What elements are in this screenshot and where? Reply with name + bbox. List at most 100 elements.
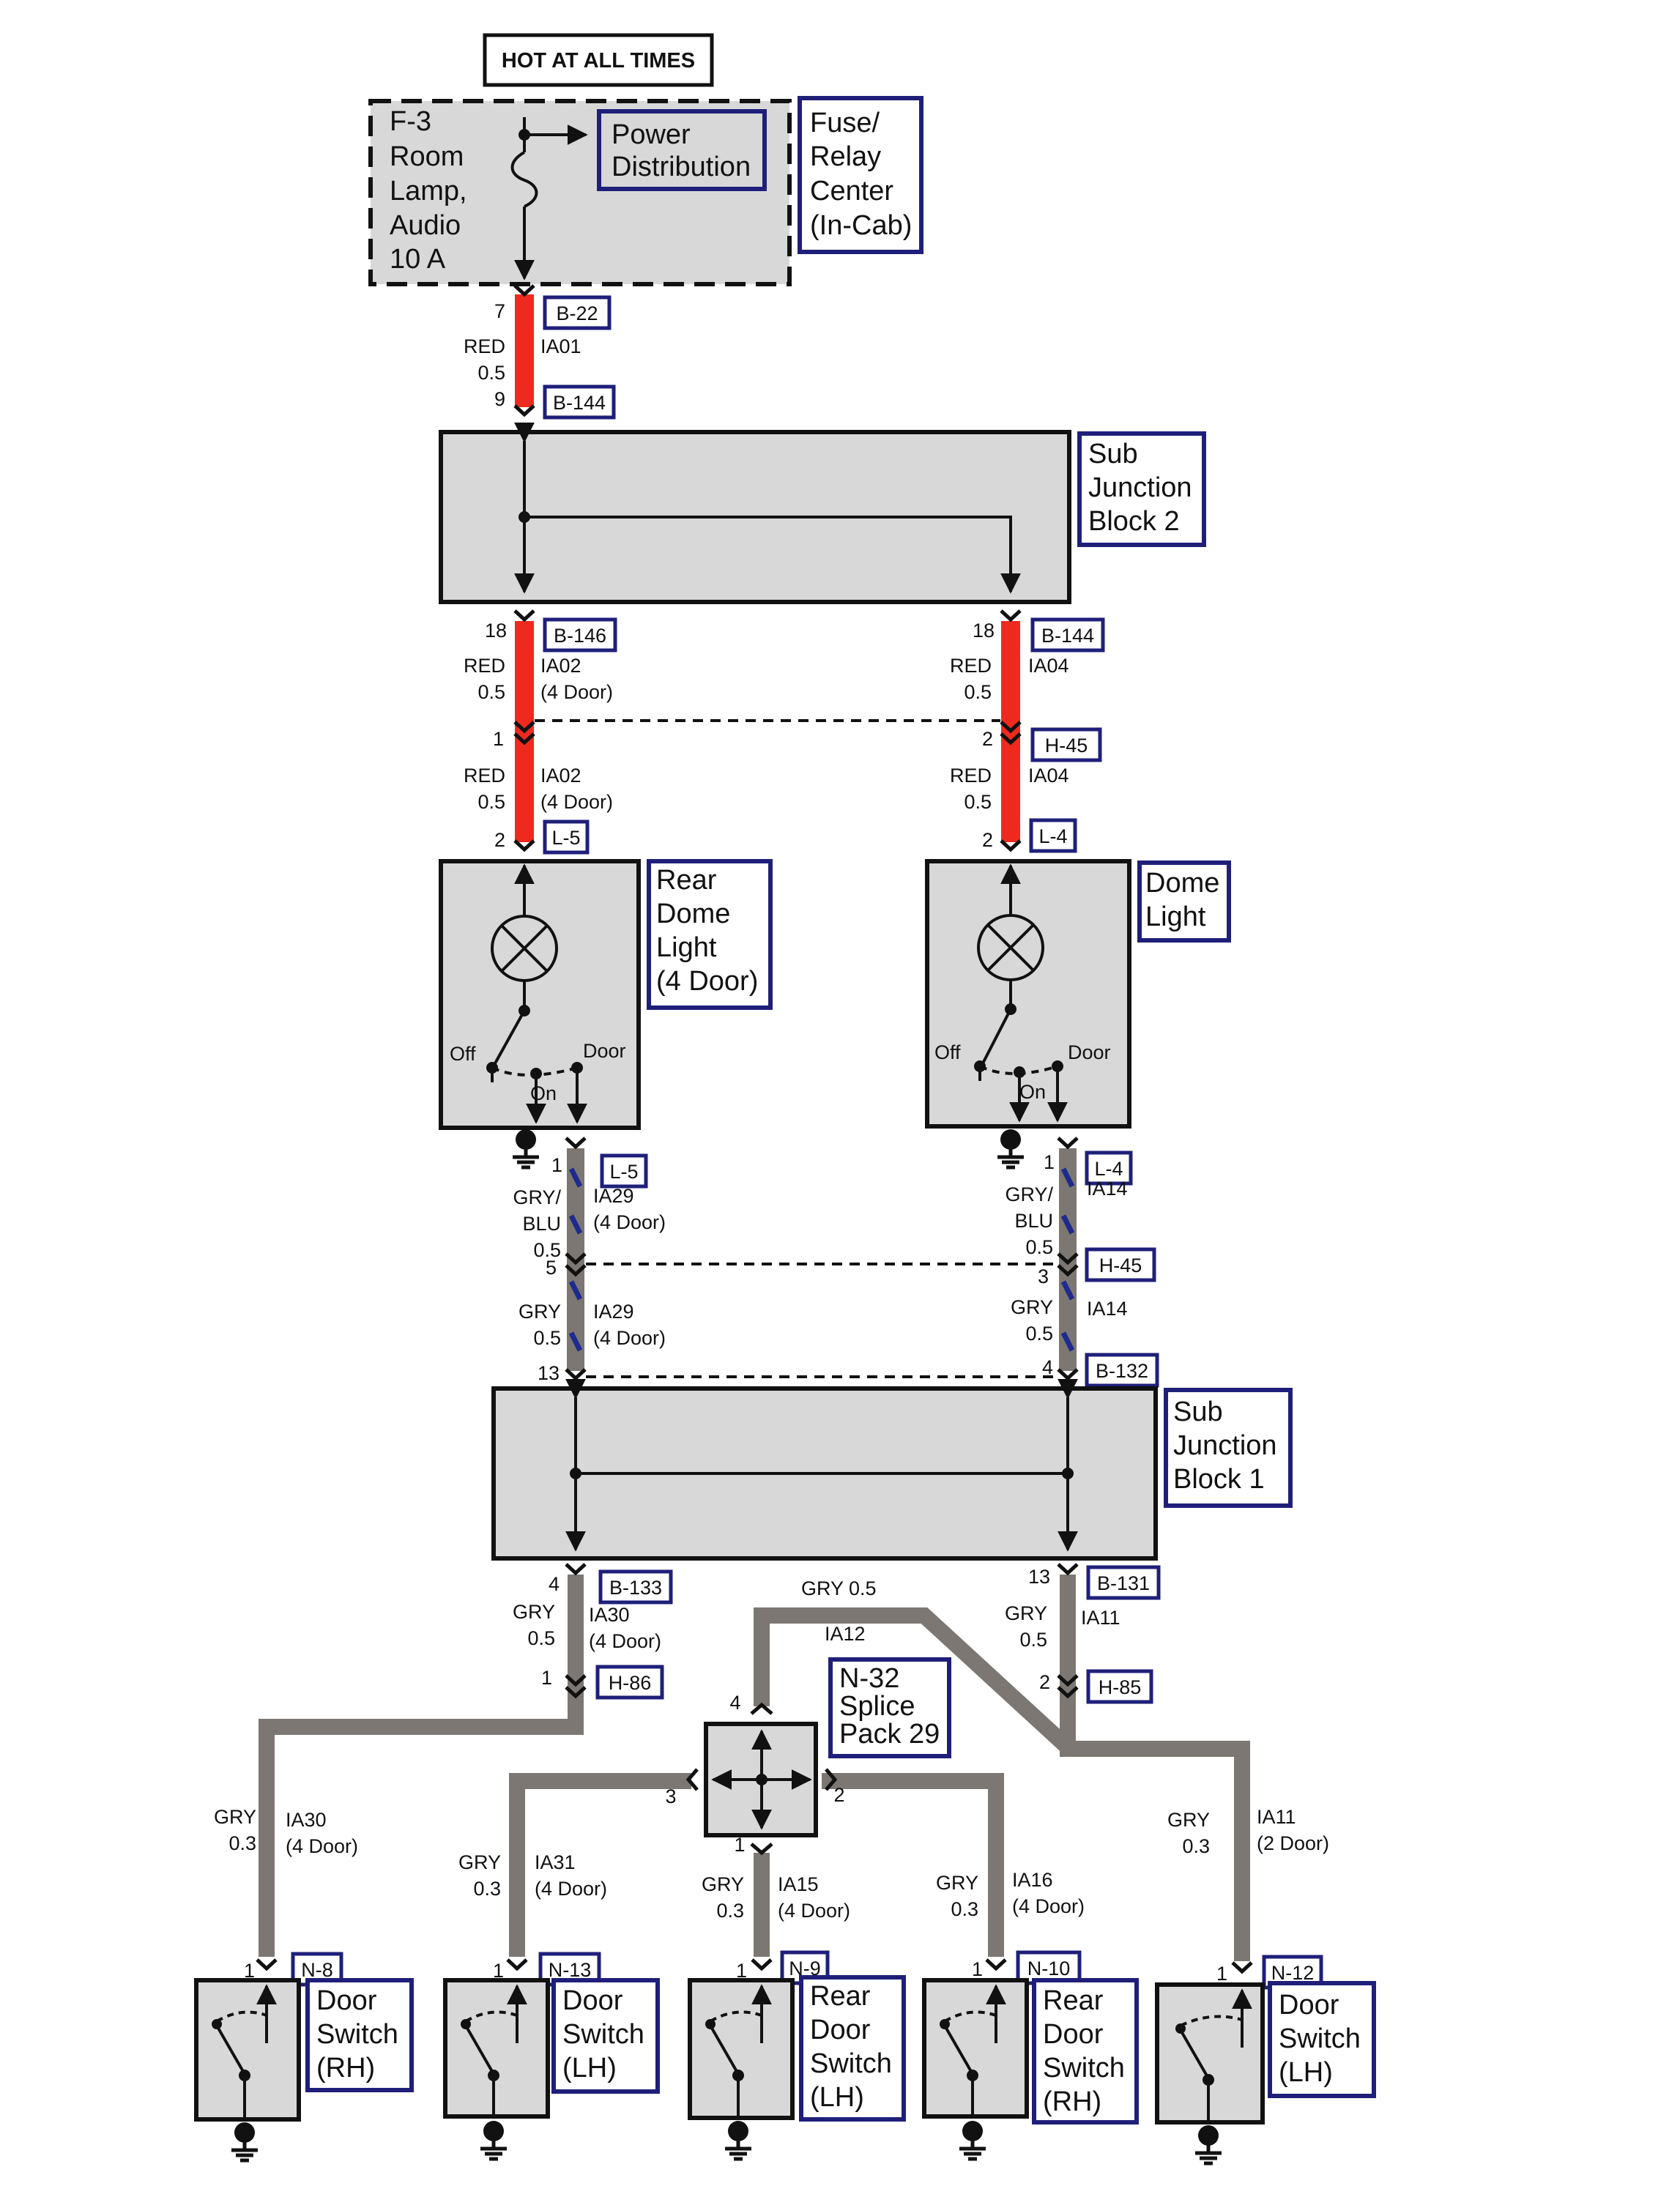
pin-label: 1 xyxy=(551,1154,562,1176)
ground-node xyxy=(728,2121,748,2141)
wire-color: RED xyxy=(950,765,992,787)
ground-node xyxy=(516,1129,536,1150)
pin-label: 1 xyxy=(1044,1151,1055,1173)
rear-door-switch-rh-name: Rear xyxy=(1043,1985,1104,2016)
wire-note: (4 Door) xyxy=(535,1878,607,1900)
connector-b132-box xyxy=(1085,1353,1159,1388)
switch-on-label: On xyxy=(1019,1081,1046,1103)
junction-dot xyxy=(519,511,530,523)
fuse-center-name: (In-Cab) xyxy=(810,210,912,241)
connector-h86-box xyxy=(595,1665,664,1700)
wire-color: GRY xyxy=(1167,1809,1210,1831)
wire-size: 0.5 xyxy=(477,362,505,384)
pin-label: 2 xyxy=(1039,1671,1050,1693)
wire-circuit: IA04 xyxy=(1028,655,1069,677)
wire-note: (4 Door) xyxy=(286,1835,358,1857)
pin-label: 2 xyxy=(833,1784,844,1806)
pin-label: 13 xyxy=(1028,1566,1050,1588)
pin-label: 1 xyxy=(493,728,504,750)
wire-color: GRY xyxy=(519,1301,561,1323)
wire-size: 0.3 xyxy=(716,1900,744,1922)
wire-circuit: IA16 xyxy=(1012,1869,1053,1891)
connector-b144-right: B-144 xyxy=(1041,625,1094,647)
splice-connector-top xyxy=(750,1702,773,1715)
wire-circuit: IA29 xyxy=(593,1301,634,1323)
sjb1-name: Junction xyxy=(1173,1430,1277,1461)
pin-label: 3 xyxy=(1038,1265,1049,1287)
power-distribution-box xyxy=(597,109,767,191)
connector-b133: B-133 xyxy=(609,1577,662,1599)
wire-size: 0.5 xyxy=(527,1627,555,1649)
connector-b144-right-box xyxy=(1030,617,1105,653)
ground-icon xyxy=(513,1147,539,1167)
splice-pack-name-box xyxy=(828,1657,951,1758)
wire-color: GRY xyxy=(513,1601,555,1623)
fuse-label: Audio xyxy=(390,210,461,241)
ground-icon xyxy=(480,2138,507,2159)
rear-dome-name: Light xyxy=(656,932,717,963)
wire-circuit: IA12 xyxy=(825,1623,866,1645)
connector-l5-top: L-5 xyxy=(551,827,580,849)
ground-node xyxy=(1000,1129,1021,1150)
dome-light-name: Light xyxy=(1145,902,1206,932)
door-switch-rh xyxy=(194,1978,301,2122)
rear-door-switch-lh-name: Rear xyxy=(810,1981,871,2012)
ground-node xyxy=(234,2122,255,2143)
hot-label: HOT AT ALL TIMES xyxy=(502,49,695,73)
rear-door-switch-rh-name: (RH) xyxy=(1043,2086,1101,2117)
wire-circuit: IA11 xyxy=(1257,1806,1296,1828)
wire-color: GRY xyxy=(1011,1296,1053,1318)
switch-door-label: Door xyxy=(583,1040,626,1062)
switch-contact xyxy=(1014,1066,1025,1078)
pin-label: 1 xyxy=(541,1667,552,1689)
connector-l4-bottom-box xyxy=(1085,1150,1133,1186)
dome-lamp-icon xyxy=(977,863,1068,1123)
splice-pack-name: Splice xyxy=(839,1691,915,1722)
ground-icon xyxy=(725,2138,751,2159)
connector-n13: N-13 xyxy=(549,1959,592,1981)
junction-dot xyxy=(1062,1468,1074,1479)
wire-circuit: IA02 xyxy=(540,765,581,787)
ground-icon xyxy=(997,1147,1024,1167)
wire-circuit: IA30 xyxy=(286,1809,327,1831)
wire-size: 0.5 xyxy=(533,1327,561,1349)
wire-color-size: GRY 0.5 xyxy=(801,1577,877,1599)
wire-color: GRY xyxy=(936,1872,978,1894)
hot-label-box xyxy=(483,33,714,87)
power-distribution-label: Distribution xyxy=(612,152,751,182)
wire-color: BLU xyxy=(1014,1210,1053,1232)
sjb2-name-box xyxy=(1077,431,1206,547)
connector-b146-box xyxy=(543,617,617,653)
wire-stripes xyxy=(568,1167,1075,1352)
wire-size: 0.5 xyxy=(477,681,505,703)
rear-door-switch-rh xyxy=(922,1978,1029,2119)
switch-contact xyxy=(1052,1060,1063,1072)
fuse-center-name: Center xyxy=(810,176,893,207)
fuse-center-name-box xyxy=(798,96,923,254)
power-distribution-label: Power xyxy=(612,119,691,150)
wire-size: 0.5 xyxy=(964,681,992,703)
ground-icon xyxy=(959,2138,986,2159)
connector-b22: B-22 xyxy=(556,302,598,324)
wire-note: (4 Door) xyxy=(540,681,613,703)
sjb1-name-box xyxy=(1164,1388,1293,1508)
rear-dome-name: (4 Door) xyxy=(656,966,758,997)
switch-contact xyxy=(571,1062,583,1074)
pin-label: 1 xyxy=(734,1834,745,1856)
door-switch-rh-name: Door xyxy=(316,1985,377,2016)
connector-l4-top: L-4 xyxy=(1038,825,1067,847)
connector-b146: B-146 xyxy=(554,625,606,647)
wire-note: (4 Door) xyxy=(593,1327,666,1349)
fuse-label: 10 A xyxy=(390,244,446,275)
connector-b132: B-132 xyxy=(1096,1360,1148,1382)
wire-color: RED xyxy=(464,765,505,787)
door-switch-lh xyxy=(443,1978,550,2119)
fuse-center-name: Fuse/ xyxy=(810,108,880,138)
switch-contact xyxy=(530,1068,542,1079)
pin-label: 18 xyxy=(973,620,995,642)
connector-b131-box xyxy=(1086,1565,1161,1600)
lower-wiring xyxy=(259,1575,1250,1961)
wire-size: 0.5 xyxy=(1019,1629,1047,1651)
fuse-label: Room xyxy=(390,141,464,172)
